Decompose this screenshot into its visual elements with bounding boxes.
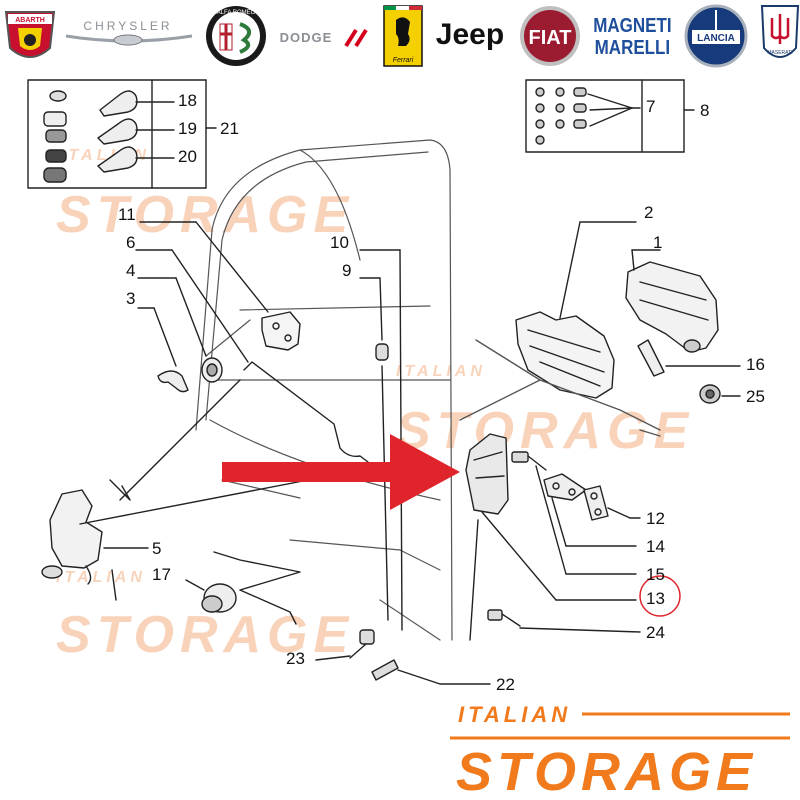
callout-17: 17 [152, 565, 171, 584]
part-22-pin [371, 659, 491, 685]
magneti-text: MAGNETI [593, 14, 671, 37]
alfa-romeo-text: ALFA ROMEO [217, 10, 256, 16]
magneti-marelli-logo: MAGNETI MARELLI [593, 14, 671, 59]
part-24-screw [487, 609, 641, 633]
frame-lines [459, 339, 661, 437]
chrysler-text: CHRYSLER [83, 19, 172, 33]
highlight-arrow [222, 434, 460, 510]
part-16-link-rod [637, 339, 741, 377]
part-23-screw [315, 629, 375, 661]
callout-21: 21 [220, 119, 239, 138]
callout-16: 16 [746, 355, 765, 374]
abarth-text: ABARTH [15, 17, 45, 24]
fastener-kit-box [525, 79, 695, 153]
part-4-grommet [137, 277, 223, 383]
part-12-plate [583, 485, 641, 521]
watermark-storage-mid: STORAGE [396, 402, 694, 460]
dodge-logo: DODGE [280, 28, 368, 48]
part-17-plug [185, 551, 301, 625]
highlight-ring [639, 575, 681, 617]
marelli-text: MARELLI [595, 36, 670, 59]
callout-25: 25 [746, 387, 765, 406]
part-14-striker-bracket [543, 473, 637, 547]
callout-23: 23 [286, 649, 305, 668]
part-25-nut [699, 384, 741, 404]
fiat-text: FIAT [529, 27, 572, 49]
lancia-logo: LANCIA [684, 4, 748, 68]
jeep-logo: Jeep [436, 18, 504, 51]
callout-4: 4 [126, 261, 135, 280]
part-5-lock-actuator [41, 379, 361, 601]
watermark-storage-top: STORAGE [56, 186, 354, 244]
callout-2: 2 [644, 203, 653, 222]
abarth-logo: ABARTH [4, 11, 56, 58]
watermark-italian-mid: ITALIAN [396, 363, 486, 380]
part-3-clip [137, 307, 189, 393]
part-13-door-latch [465, 433, 637, 641]
footer-storage-text: STORAGE [456, 742, 757, 800]
maserati-text: MASERATI [767, 50, 792, 56]
part-1-outer-handle [625, 249, 719, 353]
callout-20: 20 [178, 147, 197, 166]
part-6-control-rod [135, 249, 369, 463]
chrysler-logo: CHRYSLER [65, 19, 193, 46]
dodge-text: DODGE [280, 30, 333, 45]
ferrari-logo: Ferrari [383, 5, 423, 67]
callout-8: 8 [700, 101, 709, 120]
part-15-bolt [511, 451, 637, 575]
jeep-text: Jeep [436, 18, 504, 51]
brand-logos: ABARTH CHRYSLER ALFA ROMEO [4, 4, 800, 68]
maserati-logo: MASERATI [760, 5, 800, 58]
callout-19: 19 [178, 119, 197, 138]
watermark-storage-bottom: STORAGE [56, 606, 354, 664]
part-11-bracket [139, 221, 301, 351]
footer-italian-text: ITALIAN [458, 702, 571, 727]
lancia-text: LANCIA [697, 33, 735, 44]
callout-24: 24 [646, 623, 665, 642]
lock-cylinder-key-kit-box [27, 79, 217, 189]
callout-9: 9 [342, 261, 351, 280]
watermark-italian-bottom: ITALIAN [56, 569, 146, 586]
callout-3: 3 [126, 289, 135, 308]
alfa-romeo-logo: ALFA ROMEO [206, 6, 266, 66]
callout-15: 15 [646, 565, 665, 584]
callout-12: 12 [646, 509, 665, 528]
callout-labels: 1 2 3 4 5 6 7 8 9 10 11 12 13 14 15 16 1… [118, 91, 765, 694]
callout-18: 18 [178, 91, 197, 110]
callout-13: 13 [646, 589, 665, 608]
callout-6: 6 [126, 233, 135, 252]
callout-22: 22 [496, 675, 515, 694]
callout-1: 1 [653, 233, 662, 252]
callout-10: 10 [330, 233, 349, 252]
callout-5: 5 [152, 539, 161, 558]
door-frame-outline [195, 139, 453, 641]
callout-11: 11 [118, 205, 136, 224]
callout-14: 14 [646, 537, 665, 556]
callout-7: 7 [646, 97, 655, 116]
fiat-logo: FIAT [520, 6, 580, 66]
part-2-handle-carrier [515, 221, 637, 399]
ferrari-text: Ferrari [393, 57, 414, 64]
